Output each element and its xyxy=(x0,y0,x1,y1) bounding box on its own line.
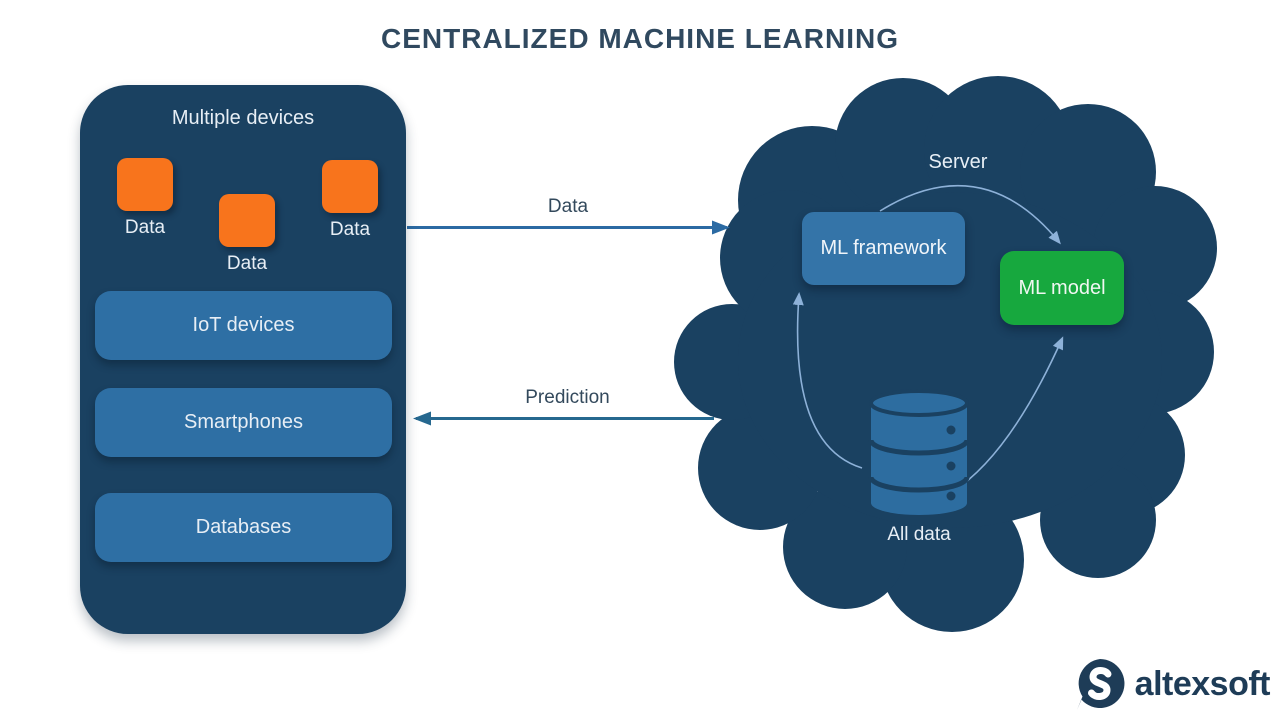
data-chip-label: Data xyxy=(226,253,268,274)
data-square-icon xyxy=(219,194,275,247)
data-chip: Data xyxy=(219,194,275,275)
server-cloud-shape xyxy=(674,76,1217,632)
smartphones-item: Smartphones xyxy=(95,388,392,457)
data-chip: Data xyxy=(322,160,378,241)
all-data-label: All data xyxy=(887,524,951,545)
multiple-devices-panel: Multiple devices Data Data Data IoT devi… xyxy=(80,85,406,634)
alldata-to-framework-arrow xyxy=(792,292,863,469)
data-flow-label: Data xyxy=(547,196,589,217)
ml-framework-box: ML framework xyxy=(802,212,965,285)
database-icon xyxy=(868,389,970,515)
data-square-icon xyxy=(117,158,173,211)
altexsoft-logo-icon xyxy=(1076,659,1125,710)
framework-to-model-arrow xyxy=(879,184,1061,245)
data-chip-label: Data xyxy=(124,217,166,238)
panel-title: Multiple devices xyxy=(171,107,315,129)
server-label: Server xyxy=(928,151,988,173)
brand-footer: altexsoft xyxy=(1074,658,1271,712)
data-square-icon xyxy=(322,160,378,213)
data-chip: Data xyxy=(117,158,173,239)
databases-item: Databases xyxy=(95,493,392,562)
prediction-flow-label: Prediction xyxy=(525,387,610,408)
iot-devices-item: IoT devices xyxy=(95,291,392,360)
ml-model-box: ML model xyxy=(1000,251,1124,325)
data-chip-label: Data xyxy=(329,219,371,240)
brand-name: altexsoft xyxy=(1134,665,1271,703)
page-title: CENTRALIZED MACHINE LEARNING xyxy=(381,23,899,54)
